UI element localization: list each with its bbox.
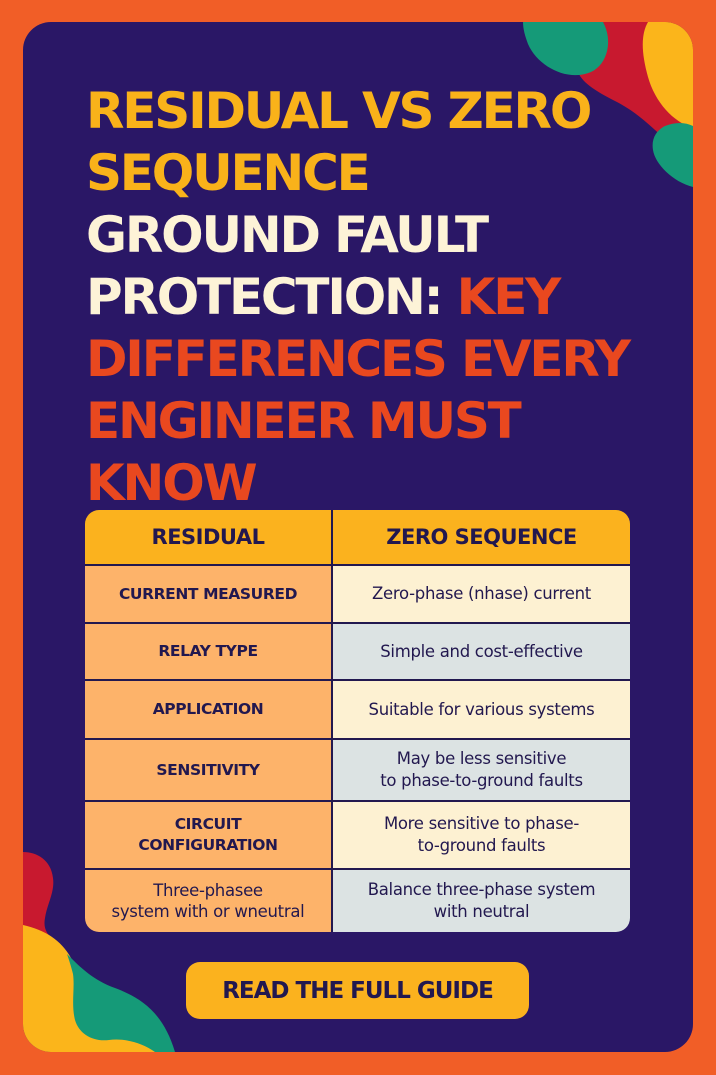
title-line-6: Engineer Must <box>86 390 666 452</box>
title-line-3: Ground Fault <box>86 204 666 266</box>
title-segment: Sequence <box>86 144 371 202</box>
green-blob-top-left-of-corner <box>523 22 609 76</box>
title-segment: Protection: <box>86 268 457 326</box>
row-value: Balance three-phase system with neutral <box>333 870 630 932</box>
row-label-line: system with or wneutral <box>111 902 305 921</box>
title-line-7: Know <box>86 452 666 514</box>
page-title: Residual vs Zero Sequence Ground Fault P… <box>86 80 666 514</box>
table-row: Three-phasee system with or wneutral Bal… <box>85 870 630 932</box>
row-label-system: Three-phasee system with or wneutral <box>85 870 333 932</box>
table-row: RELAY TYPE Simple and cost-effective <box>85 624 630 681</box>
row-label-sensitivity: SENSITIVITY <box>85 740 333 800</box>
yellow-blob-bottom-left <box>23 925 163 1052</box>
table-row: CURRENT MEASURED Zero-phase (nhase) curr… <box>85 566 630 624</box>
title-segment: Residual vs Zero <box>86 82 592 140</box>
table-row: CIRCUIT CONFIGURATION More sensitive to … <box>85 802 630 870</box>
row-label-application: APPLICATION <box>85 681 333 738</box>
header-residual: RESIDUAL <box>85 510 333 564</box>
row-value: Simple and cost-effective <box>333 624 630 679</box>
title-segment: Ground Fault <box>86 206 489 264</box>
row-value-line: to phase-to-ground faults <box>380 771 583 790</box>
comparison-table: RESIDUAL ZERO SEQUENCE CURRENT MEASURED … <box>85 510 630 932</box>
row-value: More sensitive to phase- to-ground fault… <box>333 802 630 868</box>
row-label-line: Three-phasee <box>153 881 263 900</box>
title-line-5: Differences Every <box>86 328 666 390</box>
table-row: SENSITIVITY May be less sensitive to pha… <box>85 740 630 802</box>
row-value: Zero-phase (nhase) current <box>333 566 630 622</box>
row-label-line: CONFIGURATION <box>138 836 278 854</box>
title-line-2: Sequence <box>86 142 666 204</box>
row-value-line: to-ground faults <box>417 836 546 855</box>
title-segment-highlight: Key <box>456 268 562 326</box>
row-label-circuit-configuration: CIRCUIT CONFIGURATION <box>85 802 333 868</box>
row-value-line: Balance three-phase system <box>367 880 596 899</box>
title-segment: Differences Every <box>86 330 631 388</box>
title-segment: Know <box>86 454 258 512</box>
read-full-guide-button[interactable]: READ THE FULL GUIDE <box>186 962 529 1019</box>
green-blob-bottom-left <box>67 954 175 1052</box>
table-header-row: RESIDUAL ZERO SEQUENCE <box>85 510 630 566</box>
red-blob-bottom-left <box>23 852 54 940</box>
table-row: APPLICATION Suitable for various systems <box>85 681 630 740</box>
poster-card: Residual vs Zero Sequence Ground Fault P… <box>23 22 693 1052</box>
row-label-relay-type: RELAY TYPE <box>85 624 333 679</box>
header-zero-sequence: ZERO SEQUENCE <box>333 510 630 564</box>
row-label-line: CIRCUIT <box>174 815 242 833</box>
title-line-1: Residual vs Zero <box>86 80 666 142</box>
row-value-line: with neutral <box>433 902 530 921</box>
row-value-line: More sensitive to phase- <box>383 814 580 833</box>
row-label-current-measured: CURRENT MEASURED <box>85 566 333 622</box>
title-segment: Engineer Must <box>86 392 522 450</box>
title-line-4: Protection: Key <box>86 266 666 328</box>
row-value: Suitable for various systems <box>333 681 630 738</box>
row-value: May be less sensitive to phase-to-ground… <box>333 740 630 800</box>
row-value-line: May be less sensitive <box>396 749 567 768</box>
